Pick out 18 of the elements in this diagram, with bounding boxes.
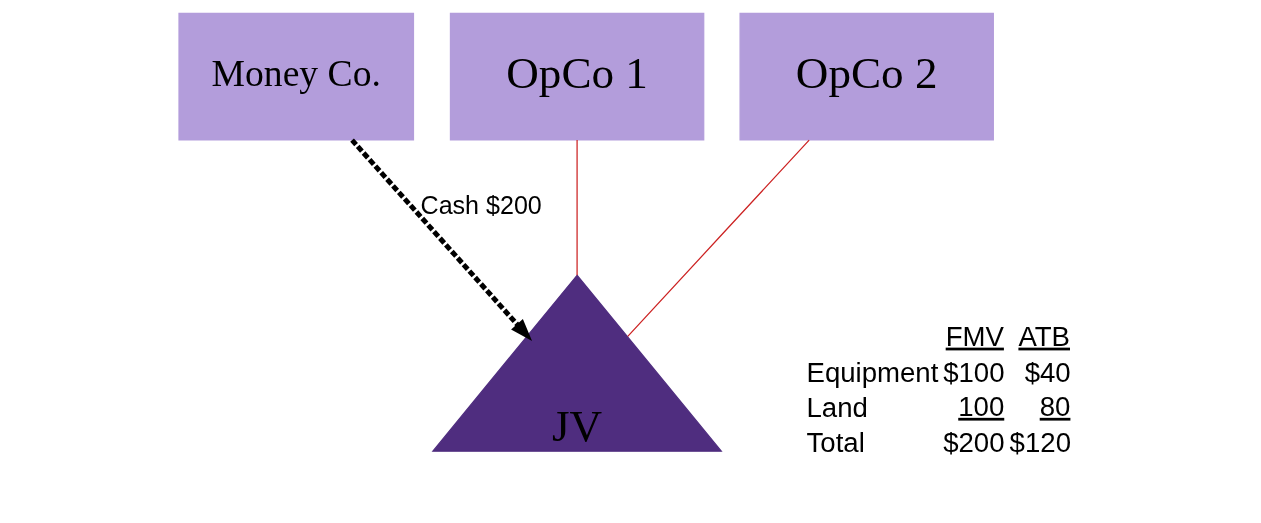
label: $100 <box>942 356 1005 388</box>
label: Land <box>806 392 868 424</box>
node-box: OpCo 1 <box>449 12 704 141</box>
label: Total <box>806 427 865 459</box>
label: $40 <box>1024 356 1071 388</box>
label: 100 <box>957 390 1004 422</box>
node-box: OpCo 2 <box>738 12 994 141</box>
connector <box>575 139 578 276</box>
label: $120 <box>1009 427 1071 459</box>
arrow <box>349 138 532 342</box>
label: FMV <box>945 320 1004 352</box>
label: $200 <box>942 427 1005 459</box>
label: 80 <box>1039 390 1070 422</box>
label: ATB <box>1017 320 1070 352</box>
node-box: Money Co. <box>177 12 414 141</box>
connector <box>626 139 810 338</box>
edge-label: Cash $200 <box>420 190 542 219</box>
label: Equipment <box>806 356 938 388</box>
